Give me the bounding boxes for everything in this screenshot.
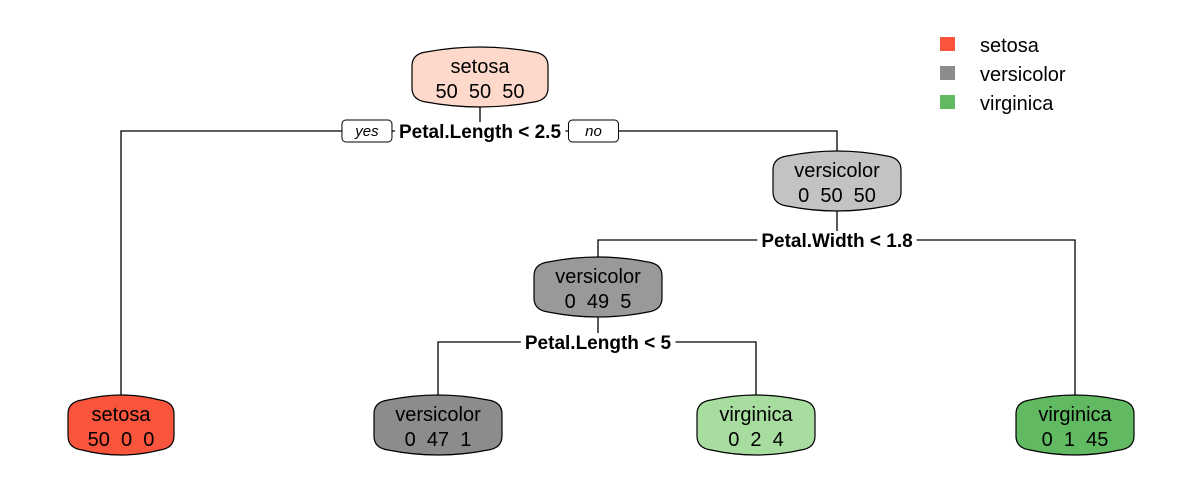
yes-branch-label: yes xyxy=(354,123,379,140)
tree-node-leaf_virginica_4: virginica 0 2 4 xyxy=(696,394,816,456)
tree-node-leaf_virginica_45: virginica 0 1 45 xyxy=(1015,394,1135,456)
node-class-label: versicolor xyxy=(395,404,481,426)
tree-node-leaf_versicolor: versicolor 0 47 1 xyxy=(373,394,503,456)
node-shape xyxy=(533,256,663,318)
legend-label: versicolor xyxy=(980,64,1066,86)
node-class-label: versicolor xyxy=(794,160,880,182)
split-label-root: Petal.Length < 2.5 xyxy=(399,122,562,143)
node-class-label: setosa xyxy=(92,404,152,426)
legend: setosa versicolor virginica xyxy=(940,35,1066,115)
legend-item-setosa: setosa xyxy=(940,35,1040,57)
tree-node-n2: versicolor 0 50 50 xyxy=(772,150,902,212)
legend-label: virginica xyxy=(980,93,1054,115)
legend-item-versicolor: versicolor xyxy=(940,64,1066,86)
edge-n2-branches xyxy=(597,239,1076,400)
tree-node-root: setosa 50 50 50 xyxy=(411,46,549,108)
node-counts: 0 2 4 xyxy=(728,429,784,451)
node-counts: 0 49 5 xyxy=(565,291,632,313)
node-shape xyxy=(411,46,549,108)
no-branch-label: no xyxy=(585,123,602,140)
split-label-n2: Petal.Width < 1.8 xyxy=(761,231,912,252)
legend-swatch xyxy=(940,37,955,51)
node-counts: 0 50 50 xyxy=(798,185,876,207)
node-class-label: setosa xyxy=(451,56,511,78)
node-shape xyxy=(696,394,816,456)
legend-swatch xyxy=(940,66,955,80)
node-counts: 0 1 45 xyxy=(1042,429,1109,451)
legend-label: setosa xyxy=(980,35,1040,57)
node-class-label: virginica xyxy=(1038,404,1112,426)
node-shape xyxy=(67,394,175,456)
node-counts: 50 50 50 xyxy=(436,81,525,103)
node-shape xyxy=(1015,394,1135,456)
legend-item-virginica: virginica xyxy=(940,93,1054,115)
edge-root-branches xyxy=(120,130,838,400)
node-class-label: virginica xyxy=(719,404,793,426)
split-label-n3: Petal.Length < 5 xyxy=(525,333,672,354)
node-class-label: versicolor xyxy=(555,266,641,288)
no-branch-box xyxy=(567,119,619,143)
node-counts: 50 0 0 xyxy=(88,429,155,451)
tree-node-n3: versicolor 0 49 5 xyxy=(533,256,663,318)
yes-branch-box xyxy=(341,119,393,143)
tree-node-leaf_setosa: setosa 50 0 0 xyxy=(67,394,175,456)
legend-swatch xyxy=(940,95,955,109)
node-shape xyxy=(373,394,503,456)
node-shape xyxy=(772,150,902,212)
node-counts: 0 47 1 xyxy=(405,429,472,451)
